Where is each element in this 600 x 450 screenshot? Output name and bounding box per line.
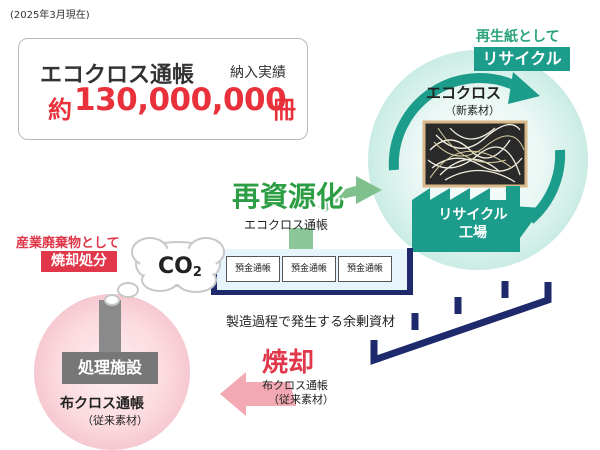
stats-title: エコクロス通帳	[40, 63, 195, 88]
cloth-passbook-title: 布クロス通帳	[60, 396, 144, 412]
industrial-waste-label: 産業廃棄物として	[16, 236, 120, 251]
burn-subtitle: 布クロス通帳	[262, 379, 328, 392]
processing-facility-label: 処理施設	[66, 356, 154, 380]
cloth-passbook-subtitle: （従来素材）	[82, 414, 148, 427]
co2-label: CO2	[158, 254, 202, 280]
recycle-arrowhead-top	[508, 72, 540, 104]
recycle-badge: リサイクル	[474, 47, 570, 71]
surplus-label: 製造過程で発生する余剰資材	[226, 315, 396, 330]
stats-subtitle: 納入実績	[230, 65, 286, 81]
eco-cross-title: エコクロス	[426, 84, 502, 102]
co2-subscript: 2	[192, 265, 202, 280]
chimney	[99, 300, 121, 360]
recycle-label: 再生紙として	[476, 29, 560, 45]
eco-cross-subtitle: （新素材）	[445, 104, 500, 117]
stats-unit: 冊	[272, 96, 296, 124]
eco-cross-fiber-image	[422, 120, 528, 188]
burn-title: 焼却	[262, 348, 315, 378]
recycle-factory-shape	[412, 186, 520, 252]
passbook-card: 預金通帳	[338, 256, 392, 282]
stats-value: 130,000,000	[74, 82, 287, 118]
passbook-card: 預金通帳	[226, 256, 280, 282]
co2-main: CO	[158, 254, 193, 279]
as-of-date: (2025年3月現在)	[10, 10, 90, 21]
stats-prefix: 約	[48, 96, 72, 124]
resource-subtitle: エコクロス通帳	[244, 218, 329, 232]
stats-box	[18, 38, 308, 140]
resource-title: 再資源化	[232, 180, 345, 213]
recycle-arrow-top	[388, 73, 523, 171]
passbook-card: 預金通帳	[282, 256, 336, 282]
navy-comb-bracket	[370, 281, 552, 365]
incineration-arrow	[220, 372, 296, 416]
incineration-badge: 焼却処分	[41, 251, 117, 272]
resource-arrow	[318, 176, 382, 212]
recycle-factory-label: リサイクル 工場	[438, 207, 508, 241]
burn-subtitle-2: （従来素材）	[268, 393, 334, 406]
